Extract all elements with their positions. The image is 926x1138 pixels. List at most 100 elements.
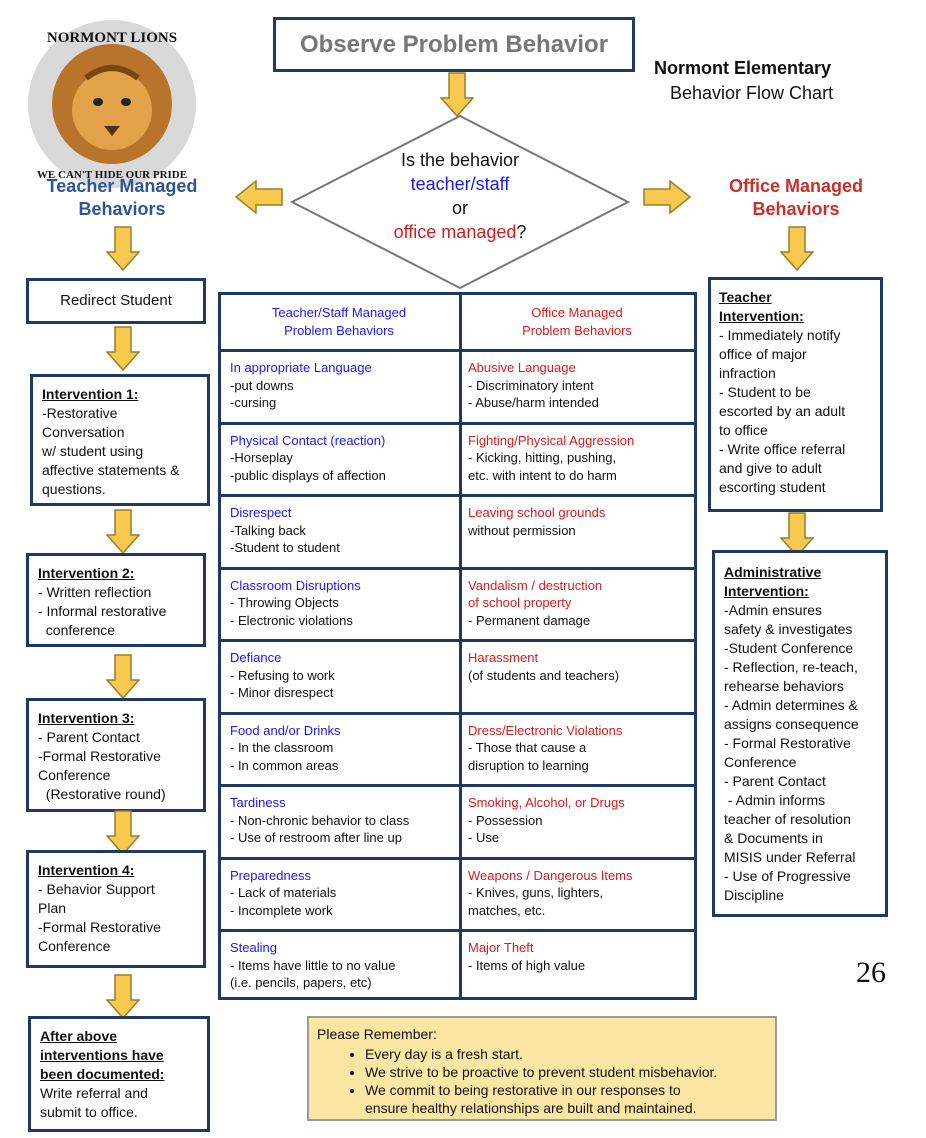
- intervention-3-title: Intervention 3:: [38, 710, 135, 726]
- arrow-down-teacher-5: [106, 810, 140, 856]
- teacher-intervention-line: escorted by an adult: [719, 403, 846, 419]
- intervention-4-line: - Behavior Support: [38, 881, 155, 897]
- intervention-2-line: - Informal restorative: [38, 603, 167, 619]
- administrative-intervention-box: Administrative Intervention: -Admin ensu…: [712, 550, 888, 917]
- behavior-title: Disrespect: [230, 505, 292, 520]
- table-cell-left: Food and/or Drinks- In the classroom- In…: [230, 722, 455, 775]
- table-cell-right: Abusive Language- Discriminatory intent-…: [468, 359, 693, 412]
- behavior-detail: -put downs: [230, 377, 294, 393]
- teacher-heading-line2: Behaviors: [78, 199, 166, 219]
- intervention-1-line: w/ student using: [42, 443, 144, 459]
- behavior-detail: -public displays of affection: [230, 467, 386, 483]
- teacher-intervention-title-line: Intervention:: [719, 308, 804, 324]
- behavior-title: Stealing: [230, 940, 277, 955]
- table-cell-right: Smoking, Alcohol, or Drugs- Possession- …: [468, 794, 693, 847]
- behavior-title: Leaving school grounds: [468, 505, 606, 520]
- admin-intervention-line: -Student Conference: [724, 640, 854, 656]
- table-row-divider: [218, 784, 697, 787]
- behavior-detail: etc. with intent to do harm: [468, 467, 617, 483]
- behavior-detail: - In common areas: [230, 757, 339, 773]
- arrow-left-teacher: [234, 180, 283, 214]
- teacher-intervention-line: to office: [719, 422, 768, 438]
- arrow-down-teacher-2: [106, 326, 140, 372]
- intervention-1-line: affective statements &: [42, 462, 180, 478]
- intervention-4-title: Intervention 4:: [38, 862, 135, 878]
- remember-title: Please Remember:: [317, 1026, 437, 1042]
- intervention-2-line: - Written reflection: [38, 584, 152, 600]
- table-row-divider: [218, 639, 697, 642]
- behavior-detail: - Minor disrespect: [230, 685, 334, 700]
- behavior-detail: - Those that cause a: [468, 740, 587, 755]
- intervention-3-line: Conference: [38, 767, 111, 783]
- behavior-detail: - Items of high value: [468, 957, 586, 973]
- arrow-down-teacher-3: [106, 509, 140, 555]
- behavior-detail: - Use: [468, 830, 500, 845]
- behavior-detail: disruption to learning: [468, 757, 589, 773]
- teacher-intervention-box: Teacher Intervention: - Immediately noti…: [708, 277, 883, 512]
- behavior-detail: - Permanent damage: [468, 612, 591, 628]
- intervention-4-line: -Formal Restorative: [38, 919, 161, 935]
- behavior-title: Major Theft: [468, 940, 534, 955]
- decision-line1: Is the behavior: [400, 150, 520, 170]
- table-cell-right: Fighting/Physical Aggression- Kicking, h…: [468, 432, 693, 485]
- behavior-detail: - Items have little to no value: [230, 957, 396, 973]
- redirect-student-box: Redirect Student: [26, 278, 206, 324]
- teacher-intervention-line: infraction: [719, 365, 776, 381]
- table-cell-left: Defiance- Refusing to work- Minor disres…: [230, 649, 455, 702]
- final-step-title-line: been documented:: [40, 1066, 165, 1082]
- admin-intervention-line: assigns consequence: [724, 716, 859, 732]
- final-step-line: Write referral and: [40, 1085, 148, 1101]
- admin-intervention-title-line: Intervention:: [724, 583, 809, 599]
- table-header-right-line: Office Managed: [531, 305, 623, 320]
- redirect-student-label: Redirect Student: [60, 292, 172, 309]
- admin-intervention-line: MISIS under Referral: [724, 849, 856, 865]
- table-row-divider: [218, 929, 697, 932]
- intervention-4-line: Plan: [38, 900, 67, 916]
- behavior-title: Classroom Disruptions: [230, 577, 361, 593]
- decision-text: Is the behavior teacher/staff or office …: [360, 148, 560, 244]
- behavior-detail: - Abuse/harm intended: [468, 395, 599, 410]
- intervention-1-title: Intervention 1:: [42, 386, 139, 402]
- arrow-down-office-1: [780, 226, 814, 272]
- arrow-down-teacher-4: [106, 654, 140, 700]
- behavior-title: Food and/or Drinks: [230, 722, 341, 738]
- intervention-2-box: Intervention 2: - Written reflection - I…: [26, 553, 206, 647]
- intervention-4-line: Conference: [38, 938, 111, 954]
- decision-diamond: [290, 114, 630, 290]
- behavior-detail: - Incomplete work: [230, 902, 333, 918]
- behavior-detail: - Kicking, hitting, pushing,: [468, 450, 617, 465]
- teacher-intervention-title-line: Teacher: [719, 289, 772, 305]
- behavior-title: Dress/Electronic Violations: [468, 722, 623, 738]
- intervention-4-box: Intervention 4: - Behavior Support Plan …: [26, 850, 206, 968]
- admin-intervention-line: -Admin ensures: [724, 602, 823, 618]
- admin-intervention-line: - Formal Restorative: [724, 735, 851, 751]
- please-remember-box: Please Remember: Every day is a fresh st…: [307, 1016, 777, 1121]
- school-subtitle: Behavior Flow Chart: [670, 83, 834, 103]
- admin-intervention-line: - Parent Contact: [724, 773, 826, 789]
- intervention-1-line: -Restorative: [42, 405, 118, 421]
- office-heading-line1: Office Managed: [728, 176, 864, 196]
- remember-item: We strive to be proactive to prevent stu…: [365, 1063, 767, 1081]
- teacher-managed-heading: Teacher Managed Behaviors: [22, 175, 222, 221]
- behavior-title: Harassment: [468, 650, 539, 665]
- table-header-left-line: Teacher/Staff Managed: [271, 305, 407, 320]
- behavior-detail: - Throwing Objects: [230, 595, 339, 610]
- arrow-down-title: [440, 72, 474, 118]
- intervention-1-line: Conversation: [42, 424, 125, 440]
- teacher-intervention-line: - Write office referral: [719, 441, 846, 457]
- intervention-2-title: Intervention 2:: [38, 565, 135, 581]
- admin-intervention-line: Conference: [724, 754, 797, 770]
- admin-intervention-line: teacher of resolution: [724, 811, 851, 827]
- teacher-intervention-line: escorting student: [719, 479, 826, 495]
- remember-item: We commit to being restorative in our re…: [365, 1081, 767, 1099]
- table-cell-left: Tardiness- Non-chronic behavior to class…: [230, 794, 455, 847]
- arrow-down-office-2: [780, 512, 814, 558]
- table-row-divider: [218, 711, 697, 715]
- table-row-divider: [218, 421, 697, 425]
- decision-line4a: office managed: [393, 222, 517, 242]
- teacher-intervention-line: - Student to be: [719, 384, 811, 400]
- teacher-intervention-line: and give to adult: [719, 460, 822, 476]
- arrow-down-teacher-6: [106, 974, 140, 1020]
- table-row-divider: [218, 349, 697, 352]
- behavior-title: Physical Contact (reaction): [230, 432, 386, 448]
